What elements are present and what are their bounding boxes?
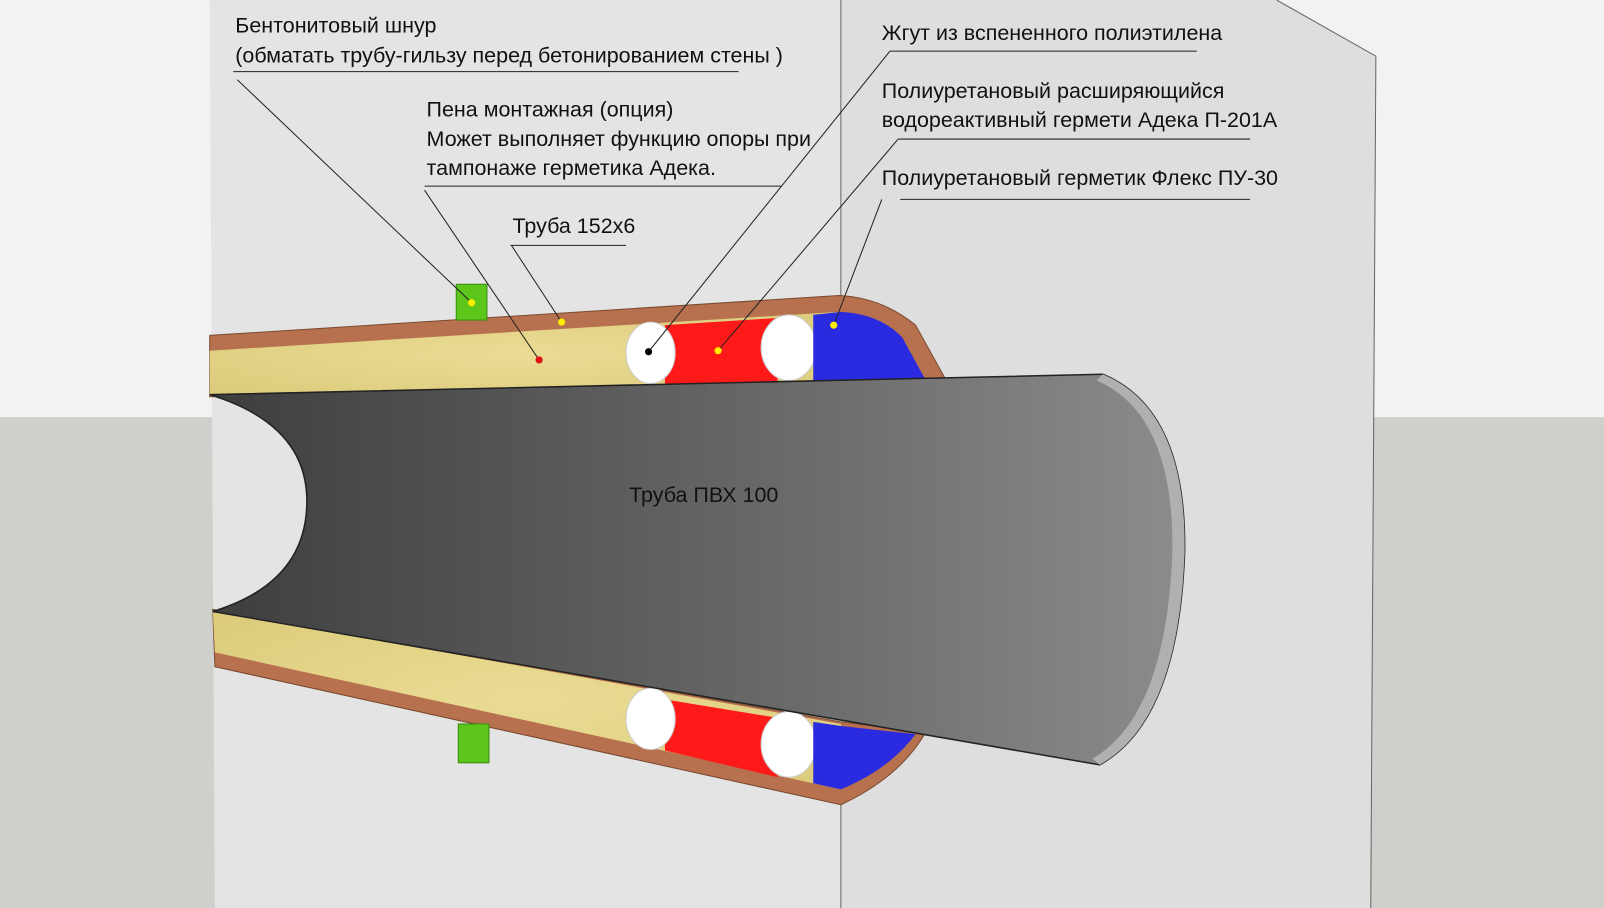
label-bentonite-note: (обматать трубу-гильзу перед бетонирован… xyxy=(235,43,783,67)
label-pe-cord: Жгут из вспененного полиэтилена xyxy=(882,21,1222,45)
marker-dot-adeka xyxy=(714,347,722,355)
leader-line-flex xyxy=(833,199,883,326)
pe-cord-lower-2 xyxy=(760,711,817,778)
leader-line-sleeve xyxy=(511,245,563,323)
pe-cord-upper-2 xyxy=(760,314,817,381)
leader-line-adeka xyxy=(717,138,899,352)
leader-line-bentonite xyxy=(236,79,472,304)
marker-dot-foam xyxy=(535,356,543,364)
leader-line-pe xyxy=(648,50,891,353)
label-foam-line2: Может выполняет функцию опоры при xyxy=(427,127,811,151)
adeka-sealant-lower xyxy=(664,699,778,778)
marker-dot-flex xyxy=(830,321,838,329)
marker-dot-bentonite xyxy=(468,299,476,307)
label-sleeve-pipe: Труба 152х6 xyxy=(513,214,636,238)
pvc-pipe-rim xyxy=(1092,374,1185,765)
marker-dot-sleeve xyxy=(558,318,566,326)
flex-sealant-upper xyxy=(813,311,926,383)
flex-sealant-lower xyxy=(813,721,916,790)
pe-cord-lower xyxy=(625,687,676,751)
bentonite-cord-lower xyxy=(457,723,490,764)
leader-line-foam xyxy=(424,189,540,361)
label-adeka-line2: водореактивный гермети Адека П-201А xyxy=(882,108,1278,132)
wall-edge xyxy=(1276,0,1377,57)
label-adeka-line1: Полиуретановый расширяющийся xyxy=(882,79,1225,103)
wall-edge xyxy=(1370,56,1377,908)
label-bentonite-title: Бентонитовый шнур xyxy=(235,14,436,38)
marker-dot-pe xyxy=(644,348,653,356)
label-pvc-pipe: Труба ПВХ 100 xyxy=(629,483,778,507)
label-foam-title: Пена монтажная (опция) xyxy=(427,98,674,122)
label-foam-line3: тампонаже герметика Адека. xyxy=(427,156,716,180)
label-flex: Полиуретановый герметик Флекс ПУ-30 xyxy=(882,166,1278,190)
